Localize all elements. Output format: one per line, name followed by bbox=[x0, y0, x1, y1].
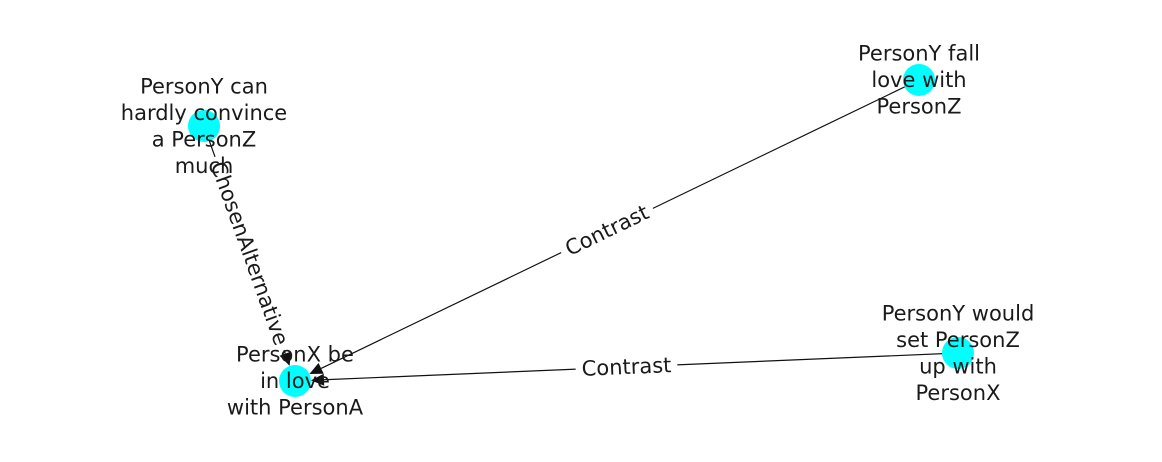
node-label-line: up with bbox=[919, 354, 997, 378]
graph-node bbox=[188, 110, 220, 142]
graph-node bbox=[279, 365, 311, 397]
arrow-head-icon bbox=[309, 362, 324, 375]
edge-label-background bbox=[555, 196, 659, 265]
node-label-line: PersonY fall bbox=[858, 42, 980, 66]
arrow-head-icon bbox=[310, 373, 325, 386]
node-label-line: PersonY would bbox=[882, 301, 1035, 325]
node-label-line: PersonX bbox=[916, 381, 1001, 405]
node-label-line: set PersonZ bbox=[896, 328, 1020, 352]
edge-label: Contrast bbox=[561, 200, 652, 261]
edge-label-group: Contrast bbox=[555, 196, 659, 265]
edge-label-group: Contrast bbox=[575, 351, 678, 383]
node-label-line: love with bbox=[871, 68, 966, 92]
edge-label-background bbox=[202, 152, 297, 355]
node-label-line: PersonY can bbox=[140, 74, 268, 98]
nodes-layer bbox=[188, 64, 974, 397]
graph-node bbox=[903, 64, 935, 96]
edge-label: Contrast bbox=[581, 353, 672, 381]
node-label-line: PersonX be bbox=[236, 343, 354, 367]
graph-node bbox=[942, 337, 974, 369]
edge-label-background bbox=[575, 351, 678, 383]
edge-label: ChosenAlternative bbox=[206, 158, 294, 348]
node-label-line: PersonZ bbox=[877, 95, 962, 119]
edge-label-group: ChosenAlternative bbox=[202, 152, 297, 355]
node-label-line: with PersonA bbox=[227, 396, 364, 420]
arrow-head-icon bbox=[279, 351, 291, 366]
node-label-line: in love bbox=[260, 369, 330, 393]
node-label-line: much bbox=[175, 154, 234, 178]
node-label-line: hardly convince bbox=[121, 101, 287, 125]
node-label-line: a PersonZ bbox=[152, 127, 257, 151]
